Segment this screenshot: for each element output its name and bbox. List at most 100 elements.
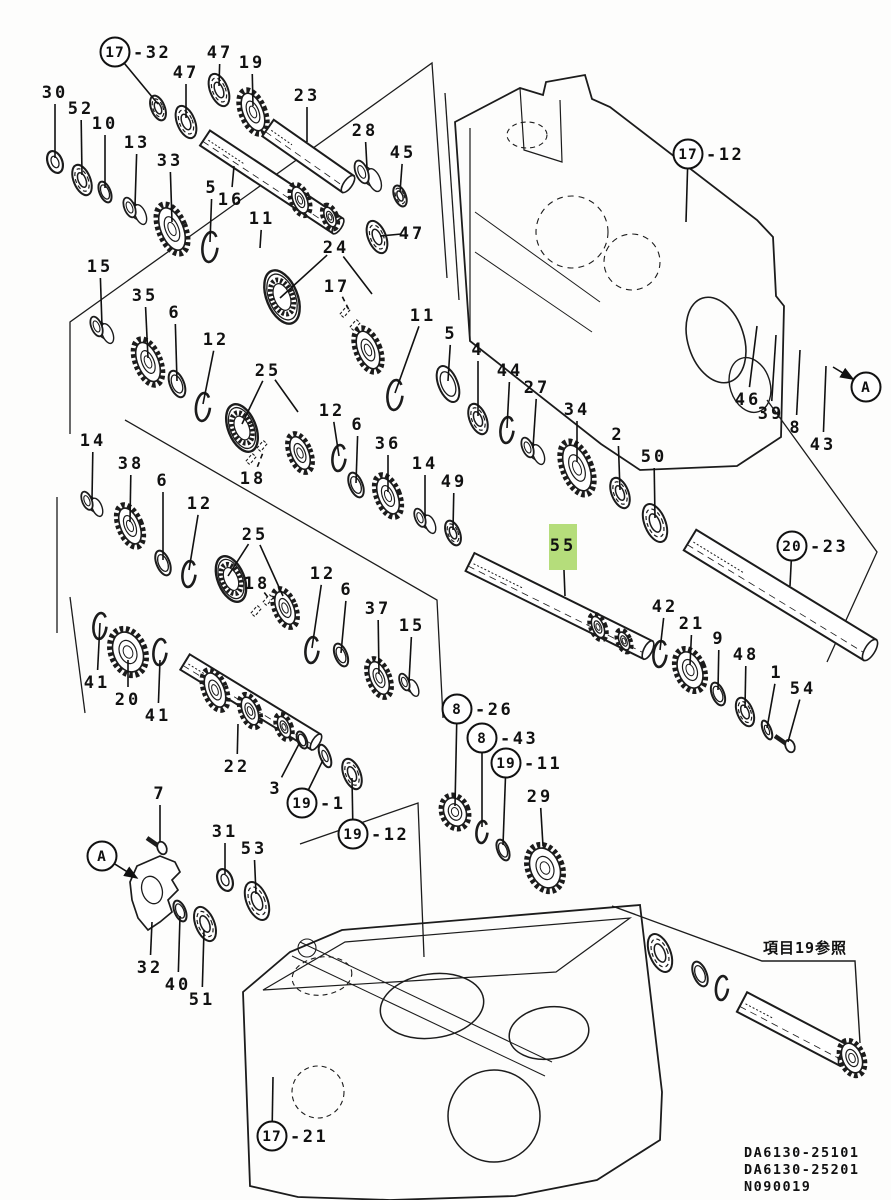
bearing-part	[641, 503, 669, 543]
svg-text:-23: -23	[810, 537, 848, 557]
gear-part	[236, 87, 270, 137]
shaft-part	[260, 118, 356, 194]
svg-text:6: 6	[156, 471, 169, 491]
callout-55: 55	[549, 524, 577, 597]
svg-text:23: 23	[294, 86, 320, 106]
svg-text:46: 46	[735, 390, 761, 410]
svg-text:45: 45	[390, 143, 416, 163]
washer-part	[760, 719, 774, 741]
callout-31: 31	[212, 822, 238, 874]
callout-6d: 6	[351, 415, 364, 484]
svg-text:18: 18	[240, 469, 266, 489]
callout-8-43: 8 -43	[466, 722, 538, 827]
svg-text:14: 14	[412, 454, 438, 474]
callout-8p: 8	[789, 349, 801, 438]
svg-text:19: 19	[239, 53, 265, 73]
bearing-part	[207, 72, 231, 108]
ring-part	[154, 549, 172, 577]
synchro-key-part	[256, 439, 268, 453]
gear-part	[107, 625, 149, 679]
svg-text:44: 44	[497, 361, 523, 381]
svg-text:-11: -11	[524, 754, 562, 774]
ring-part	[332, 642, 350, 668]
callout-14b: 14	[412, 454, 438, 518]
svg-text:17: 17	[678, 147, 697, 163]
svg-text:6: 6	[351, 415, 364, 435]
callout-circle	[337, 818, 369, 850]
svg-text:-43: -43	[500, 729, 538, 749]
callout-46: 46	[735, 325, 761, 410]
callout-36: 36	[375, 434, 401, 492]
callout-circle	[286, 787, 318, 819]
svg-text:24: 24	[323, 238, 349, 258]
svg-text:41: 41	[145, 706, 171, 726]
bearing-part	[444, 519, 462, 547]
svg-text:25: 25	[255, 361, 281, 381]
synchro-key-part	[262, 593, 274, 607]
nut-part	[45, 149, 65, 175]
svg-text:11: 11	[249, 209, 275, 229]
synchro-key-part	[245, 452, 257, 466]
svg-text:54: 54	[790, 679, 816, 699]
svg-text:8: 8	[452, 702, 462, 718]
bushing-part	[89, 315, 115, 345]
gear-part	[273, 711, 295, 743]
callout-6a: 6	[168, 303, 179, 382]
bearing-part	[149, 94, 167, 122]
svg-text:34: 34	[564, 400, 590, 420]
svg-text:35: 35	[132, 286, 158, 306]
callout-28: 28	[352, 121, 378, 169]
svg-text:31: 31	[212, 822, 238, 842]
svg-text:19: 19	[343, 827, 362, 843]
svg-text:42: 42	[652, 597, 678, 617]
callout-35: 35	[132, 286, 158, 359]
svg-text:17: 17	[105, 45, 124, 61]
callout-48: 48	[733, 645, 756, 709]
callout-17-32: 17 -32	[99, 36, 171, 105]
callout-circle	[466, 722, 498, 754]
svg-text:41: 41	[84, 673, 110, 693]
svg-text:8: 8	[477, 731, 487, 747]
callout-12b: 12	[187, 494, 210, 571]
snap-ring-part	[304, 635, 320, 665]
svg-text:38: 38	[118, 454, 144, 474]
svg-text:20: 20	[115, 690, 141, 710]
gear-part	[438, 792, 472, 832]
bracket-plate-part	[129, 855, 182, 932]
callout-25b: 25	[227, 525, 284, 597]
bearing-part	[365, 219, 389, 255]
callout-14a: 14	[80, 431, 106, 501]
nut-part	[215, 867, 235, 893]
svg-text:14: 14	[80, 431, 106, 451]
callout-17k: 17	[324, 277, 351, 313]
gear-part	[614, 627, 634, 655]
callout-40: 40	[165, 915, 188, 995]
callout-24: 24	[279, 238, 373, 299]
callout-5b: 5	[444, 324, 455, 382]
bearing-part	[609, 476, 631, 510]
bolt-part	[145, 836, 168, 856]
ring-part	[97, 180, 113, 204]
svg-text:4: 4	[471, 340, 484, 360]
callout-11a: 11	[249, 209, 275, 249]
callout-19-11: 19 -11	[490, 747, 562, 846]
svg-text:47: 47	[207, 43, 233, 63]
svg-text:36: 36	[375, 434, 401, 454]
svg-text:19: 19	[496, 756, 515, 772]
svg-text:-32: -32	[133, 43, 171, 63]
callout-20: 20	[115, 660, 141, 710]
callout-circle	[86, 840, 118, 872]
callout-circle	[441, 693, 473, 725]
svg-text:A: A	[97, 849, 107, 865]
svg-text:28: 28	[352, 121, 378, 141]
callout-9: 9	[712, 629, 723, 691]
ring-part	[495, 838, 511, 862]
svg-text:30: 30	[42, 83, 68, 103]
callout-5a: 5	[205, 178, 216, 243]
callout-6b: 6	[156, 471, 169, 560]
svg-text:12: 12	[310, 564, 336, 584]
snap-ring-part	[181, 559, 197, 589]
svg-text:15: 15	[399, 616, 425, 636]
